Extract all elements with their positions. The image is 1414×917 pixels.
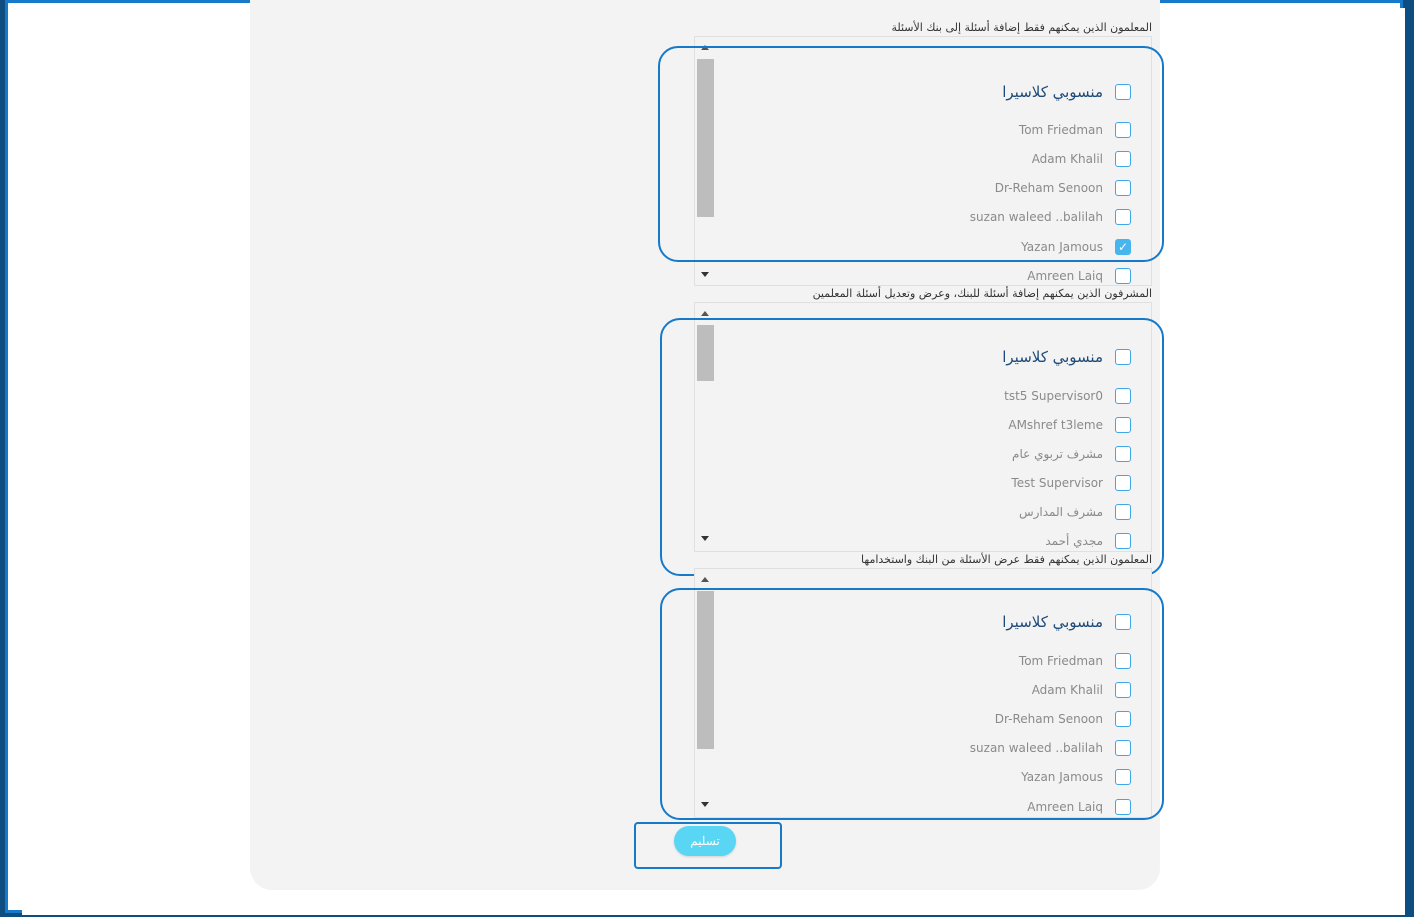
item-label: Amreen Laiq — [1027, 269, 1103, 283]
item-label: مجدي أحمد — [1045, 534, 1103, 548]
checkbox[interactable] — [1115, 653, 1131, 669]
checkbox[interactable] — [1115, 151, 1131, 167]
submit-highlight-box — [634, 822, 782, 869]
group-label: منسوبي كلاسيرا — [1002, 613, 1103, 631]
item-label: Adam Khalil — [1031, 683, 1103, 697]
checkbox[interactable] — [1115, 349, 1131, 365]
scroll-down-arrow-icon[interactable] — [701, 802, 709, 807]
list-item[interactable]: Dr-Reham Senoon — [731, 708, 1151, 730]
checkbox[interactable] — [1115, 209, 1131, 225]
list-item[interactable]: suzan waleed ..balilah — [731, 737, 1151, 759]
group-item[interactable]: منسوبي كلاسيرا — [731, 79, 1151, 105]
item-label: Amreen Laiq — [1027, 800, 1103, 814]
group-label: منسوبي كلاسيرا — [1002, 83, 1103, 101]
section-label-teachers-add: المعلمون الذين يمكنهم فقط إضافة أسئلة إل… — [891, 21, 1152, 34]
listbox-supervisors[interactable]: منسوبي كلاسيرا tst5 Supervisor0 AMshref … — [694, 302, 1152, 552]
list-item[interactable]: Yazan Jamous — [731, 766, 1151, 788]
list-item[interactable]: Dr-Reham Senoon — [731, 177, 1151, 199]
list-item[interactable]: مشرف المدارس — [731, 501, 1151, 523]
list-item[interactable]: ✓ Yazan Jamous — [731, 236, 1151, 258]
item-label: suzan waleed ..balilah — [969, 741, 1103, 755]
checkmark-icon: ✓ — [1117, 240, 1129, 254]
scroll-up-arrow-icon[interactable] — [701, 45, 709, 50]
list-item[interactable]: Amreen Laiq — [731, 796, 1151, 817]
section-label-supervisors: المشرفون الذين يمكنهم إضافة أسئلة للبنك،… — [812, 287, 1152, 300]
scrollbar[interactable] — [695, 303, 715, 551]
checkbox[interactable] — [1115, 84, 1131, 100]
checkbox[interactable] — [1115, 504, 1131, 520]
checkbox[interactable] — [1115, 614, 1131, 630]
checkbox[interactable] — [1115, 711, 1131, 727]
checkbox[interactable] — [1115, 740, 1131, 756]
listbox-teachers-view[interactable]: منسوبي كلاسيرا Tom Friedman Adam Khalil … — [694, 568, 1152, 818]
group-label: منسوبي كلاسيرا — [1002, 348, 1103, 366]
checkbox[interactable] — [1115, 417, 1131, 433]
list-item[interactable]: suzan waleed ..balilah — [731, 206, 1151, 228]
scroll-up-arrow-icon[interactable] — [701, 577, 709, 582]
checkbox[interactable] — [1115, 180, 1131, 196]
item-label: مشرف المدارس — [1018, 505, 1103, 519]
list-item[interactable]: AMshref t3leme — [731, 414, 1151, 436]
checkbox[interactable] — [1115, 682, 1131, 698]
item-label: Yazan Jamous — [1021, 770, 1103, 784]
scroll-down-arrow-icon[interactable] — [701, 272, 709, 277]
checkbox[interactable] — [1115, 533, 1131, 549]
submit-button[interactable]: تسليم — [674, 826, 736, 856]
item-label: Tom Friedman — [1018, 654, 1103, 668]
item-label: suzan waleed ..balilah — [969, 210, 1103, 224]
checkbox[interactable] — [1115, 122, 1131, 138]
item-label: Tom Friedman — [1018, 123, 1103, 137]
item-label: AMshref t3leme — [1008, 418, 1103, 432]
scrollbar[interactable] — [695, 37, 715, 285]
item-label: tst5 Supervisor0 — [1004, 389, 1103, 403]
item-label: Adam Khalil — [1031, 152, 1103, 166]
list-item[interactable]: tst5 Supervisor0 — [731, 385, 1151, 407]
checkbox[interactable] — [1115, 475, 1131, 491]
group-item[interactable]: منسوبي كلاسيرا — [731, 609, 1151, 635]
list-item[interactable]: Test Supervisor — [731, 472, 1151, 494]
item-label: Test Supervisor — [1011, 476, 1103, 490]
item-label: مشرف تربوي عام — [1012, 447, 1103, 461]
checkbox[interactable] — [1115, 799, 1131, 815]
section-label-teachers-view: المعلمون الذين يمكنهم فقط عرض الأسئلة من… — [861, 553, 1152, 566]
list-item[interactable]: Tom Friedman — [731, 119, 1151, 141]
checkbox-checked[interactable]: ✓ — [1115, 239, 1131, 255]
checkbox[interactable] — [1115, 769, 1131, 785]
group-item[interactable]: منسوبي كلاسيرا — [731, 344, 1151, 370]
list-item[interactable]: مجدي أحمد — [731, 530, 1151, 551]
scroll-thumb[interactable] — [697, 591, 714, 749]
scroll-thumb[interactable] — [697, 59, 714, 217]
list-item[interactable]: Tom Friedman — [731, 650, 1151, 672]
scroll-thumb[interactable] — [697, 325, 714, 381]
scrollbar[interactable] — [695, 569, 715, 817]
checkbox[interactable] — [1115, 268, 1131, 284]
item-label: Dr-Reham Senoon — [994, 181, 1103, 195]
scroll-down-arrow-icon[interactable] — [701, 536, 709, 541]
item-label: Yazan Jamous — [1021, 240, 1103, 254]
scroll-up-arrow-icon[interactable] — [701, 311, 709, 316]
checkbox[interactable] — [1115, 446, 1131, 462]
listbox-teachers-add[interactable]: منسوبي كلاسيرا Tom Friedman Adam Khalil … — [694, 36, 1152, 286]
list-item[interactable]: Amreen Laiq — [731, 265, 1151, 285]
item-label: Dr-Reham Senoon — [994, 712, 1103, 726]
checkbox[interactable] — [1115, 388, 1131, 404]
list-item[interactable]: Adam Khalil — [731, 148, 1151, 170]
list-item[interactable]: مشرف تربوي عام — [731, 443, 1151, 465]
list-item[interactable]: Adam Khalil — [731, 679, 1151, 701]
